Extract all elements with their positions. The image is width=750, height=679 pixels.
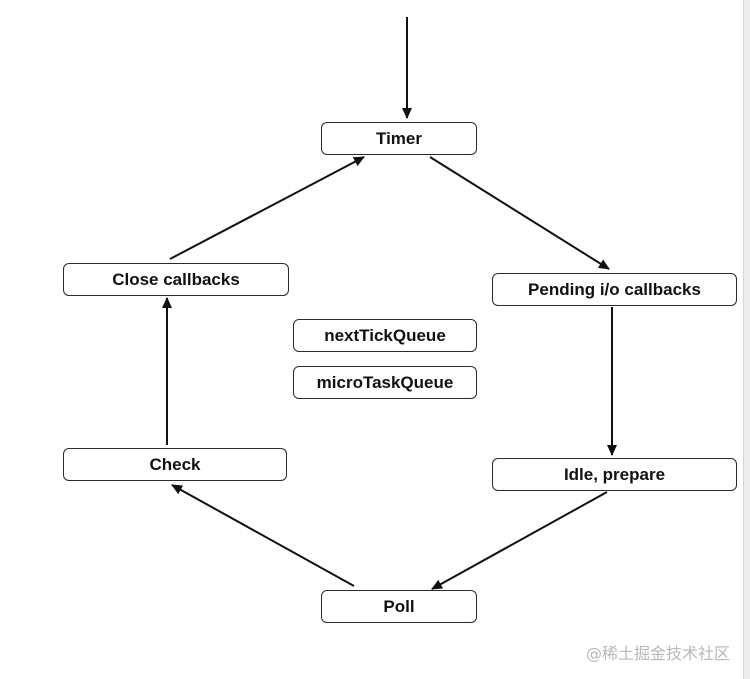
node-check: Check bbox=[63, 448, 287, 481]
node-idle-prepare: Idle, prepare bbox=[492, 458, 737, 491]
node-timer: Timer bbox=[321, 122, 477, 155]
arrow-poll-to-check bbox=[171, 484, 355, 587]
node-poll: Poll bbox=[321, 590, 477, 623]
node-pending-io-callbacks: Pending i/o callbacks bbox=[492, 273, 737, 306]
node-next-tick-queue: nextTickQueue bbox=[293, 319, 477, 352]
node-micro-task-queue: microTaskQueue bbox=[293, 366, 477, 399]
arrow-idle-to-poll bbox=[431, 491, 608, 590]
node-close-callbacks: Close callbacks bbox=[63, 263, 289, 296]
watermark: @稀土掘金技术社区 bbox=[585, 644, 730, 663]
arrow-close-to-timer bbox=[169, 156, 365, 260]
arrow-timer-to-pending bbox=[429, 156, 610, 270]
page-right-edge bbox=[743, 0, 750, 679]
